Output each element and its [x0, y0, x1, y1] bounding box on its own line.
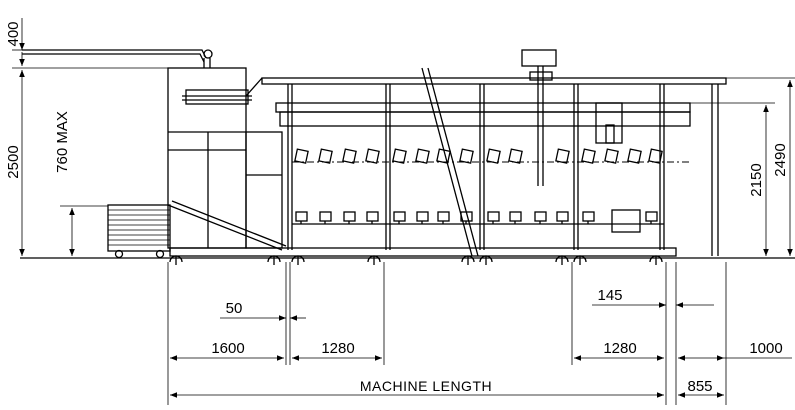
dimension-labels: 400 2500 760 MAX 2150 2490 50 145 1600 1…	[5, 21, 789, 395]
dim-2150: 2150	[748, 163, 765, 196]
headstock	[22, 49, 283, 249]
dim-1280-right: 1280	[603, 340, 636, 357]
dim-1280-left: 1280	[321, 340, 354, 357]
machine-length-label: MACHINE LENGTH	[360, 378, 492, 394]
dim-760-max: 760 MAX	[54, 111, 71, 173]
machine-feet	[169, 255, 663, 265]
dim-2490: 2490	[772, 143, 789, 176]
lower-spindle-row	[295, 211, 658, 224]
bottom-cabinet	[107, 200, 287, 259]
dim-1600: 1600	[211, 340, 244, 357]
dim-50: 50	[226, 300, 243, 317]
dim-1000: 1000	[749, 340, 782, 357]
dimension-lines	[12, 18, 795, 405]
machine-outline	[20, 49, 795, 259]
dim-400: 400	[5, 21, 22, 46]
dim-145: 145	[597, 287, 622, 304]
dim-855: 855	[687, 378, 712, 395]
dim-2500: 2500	[5, 145, 22, 178]
upper-bobbin-row	[294, 148, 663, 164]
